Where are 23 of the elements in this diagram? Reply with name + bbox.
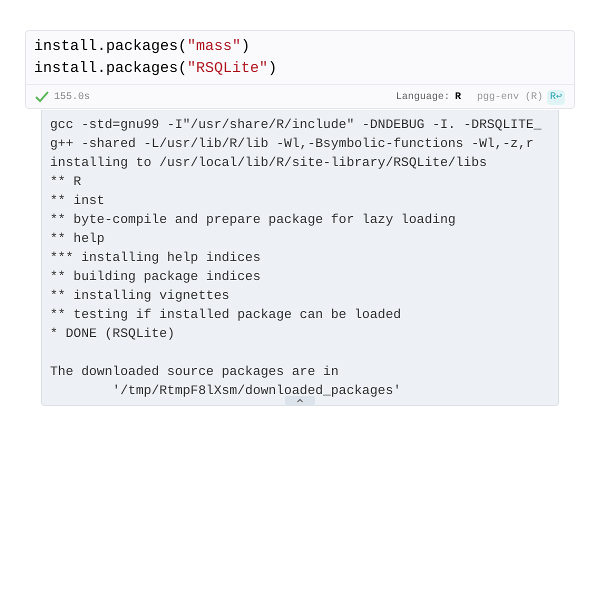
output-line: gcc -std=gnu99 -I"/usr/share/R/include" -DNDEBUG -I. -DRSQLITE_ [50, 116, 542, 134]
run-duration: 155.0s [54, 90, 90, 104]
language-label: Language: [396, 90, 450, 104]
output-line: ** R [50, 173, 82, 191]
output-line: The downloaded source packages are in [50, 363, 339, 381]
code-cell [25, 30, 575, 109]
environment-name: pgg-env (R) [476, 90, 543, 104]
output-line: g++ -shared -L/usr/lib/R/lib -Wl,-Bsymbolic-functions -Wl,-z,r [50, 135, 534, 153]
output-line: ** building package indices [50, 268, 261, 286]
output-line: ** byte-compile and prepare package for lazy loading [50, 211, 456, 229]
output-panel [41, 110, 559, 406]
output-line: ** installing vignettes [50, 287, 230, 305]
output-line: ** inst [50, 192, 105, 210]
output-line: ** help [50, 230, 105, 248]
output-line: '/tmp/RtmpF8lXsm/downloaded_packages' [111, 382, 402, 400]
kernel-badge: R↩ [546, 90, 565, 104]
output-line: ** testing if installed package can be loaded [50, 306, 402, 324]
output-line: installing to /usr/local/lib/R/site-library/RSQLite/libs [50, 154, 487, 172]
output-line: * DONE (RSQLite) [50, 325, 175, 343]
output-line: *** installing help indices [50, 249, 261, 267]
language-value: R [454, 90, 461, 104]
code-line: install.packages("RSQLite") [34, 59, 278, 79]
code-line: install.packages("mass") [34, 37, 252, 57]
